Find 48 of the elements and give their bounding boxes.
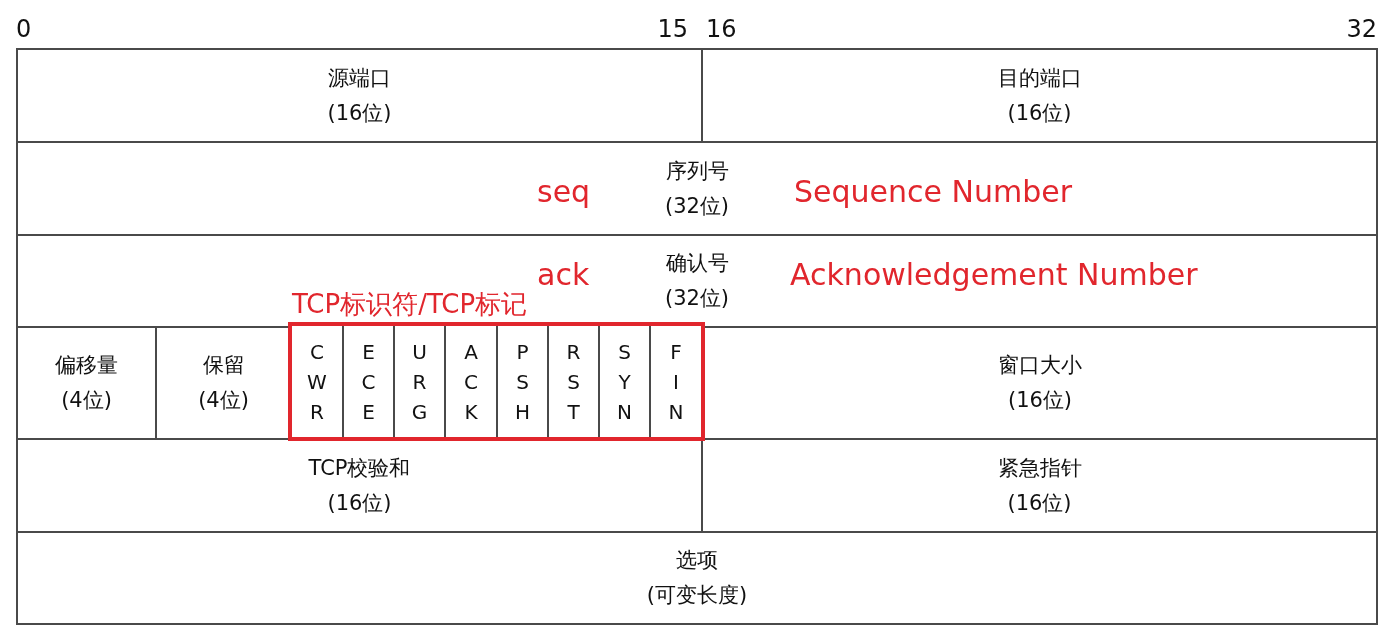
field-name: 偏移量 xyxy=(55,352,118,379)
field-name: 目的端口 xyxy=(997,64,1082,92)
field-size: (16位) xyxy=(1007,489,1072,517)
annotation: ack xyxy=(537,257,590,293)
annotation: Acknowledgement Number xyxy=(790,257,1198,293)
field-name: 确认号 xyxy=(665,250,729,277)
header-field xyxy=(16,531,1378,625)
annotation: Sequence Number xyxy=(794,174,1073,210)
field-name: 选项 xyxy=(676,547,718,574)
flag-field xyxy=(548,326,599,437)
flag-name: URG xyxy=(411,338,428,426)
field-name: 源端口 xyxy=(328,64,391,92)
field-name: 紧急指针 xyxy=(997,454,1082,482)
field-name: 序列号 xyxy=(665,157,729,185)
bit-position: 32 xyxy=(1346,15,1377,43)
field-name: 窗口大小 xyxy=(998,352,1082,379)
field-size: (4位) xyxy=(61,387,112,414)
field-size: (16位) xyxy=(327,99,392,127)
bit-position: 0 xyxy=(16,15,32,43)
flag-name: ACK xyxy=(464,338,478,426)
flag-field xyxy=(497,326,548,437)
bit-position: 16 xyxy=(706,15,737,43)
flags-heading: TCP标识符/TCP标记 xyxy=(292,289,528,319)
field-size: (4位) xyxy=(198,387,249,414)
field-size: (16位) xyxy=(1007,99,1072,127)
flag-field xyxy=(394,326,445,437)
header-field xyxy=(701,48,1378,143)
header-field xyxy=(16,48,703,143)
flag-name: FIN xyxy=(668,338,684,426)
field-size: (32位) xyxy=(664,285,730,312)
bit-position: 15 xyxy=(657,15,688,43)
field-name: TCP校验和 xyxy=(308,454,411,482)
field-name: 保留 xyxy=(202,352,245,379)
header-field xyxy=(16,141,1378,236)
flag-field xyxy=(445,326,497,437)
flag-name: SYN xyxy=(617,338,632,426)
flag-name: PSH xyxy=(514,338,530,426)
field-size: (32位) xyxy=(664,192,730,220)
field-size: (可变长度) xyxy=(646,582,748,609)
annotation: seq xyxy=(537,174,591,210)
flag-name: RST xyxy=(566,338,581,426)
flag-name: ECE xyxy=(361,338,376,426)
field-size: (16位) xyxy=(327,489,392,517)
flag-field xyxy=(599,326,650,437)
flag-field xyxy=(343,326,394,437)
field-size: (16位) xyxy=(1007,387,1073,414)
flag-name: CWR xyxy=(307,338,327,426)
highlight-frame xyxy=(288,322,705,441)
